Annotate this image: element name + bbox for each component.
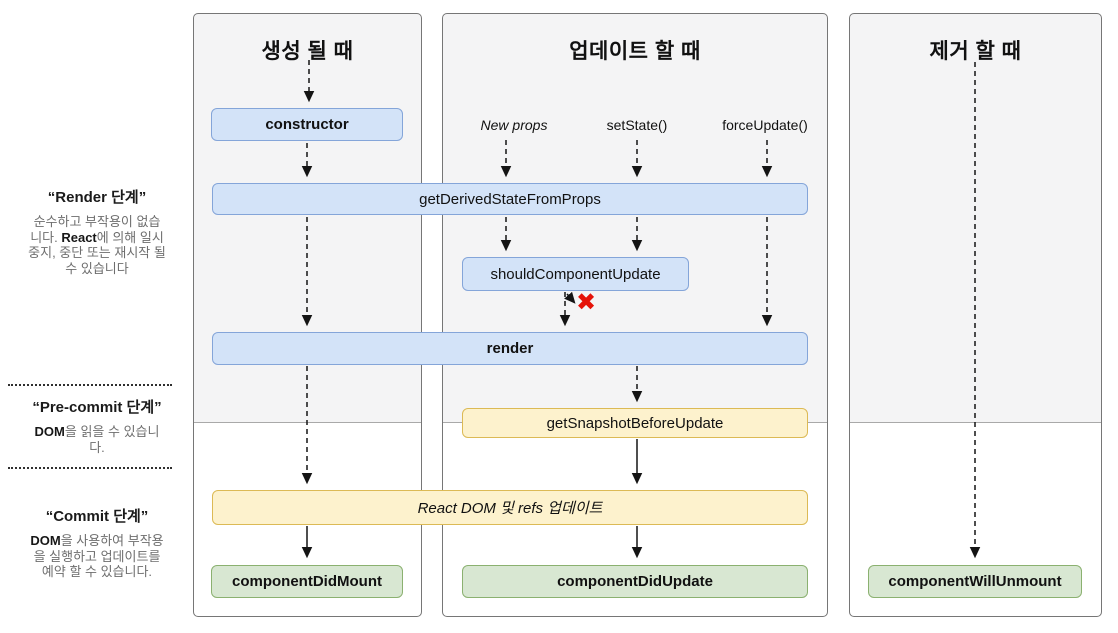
panel-title-mounting: 생성 될 때: [261, 40, 354, 63]
phase-divider: [8, 467, 172, 469]
trigger-force-update: forceUpdate(): [722, 117, 808, 133]
constructor-box: constructor: [211, 108, 403, 141]
panel-unmounting: 제거 할 때: [849, 13, 1102, 617]
should-component-update-box: shouldComponentUpdate: [462, 257, 689, 291]
component-will-unmount-box: componentWillUnmount: [868, 565, 1082, 598]
component-did-mount-box: componentDidMount: [211, 565, 403, 598]
panel-updating: 업데이트 할 때: [442, 13, 828, 617]
render-box: render: [212, 332, 808, 365]
skip-render-x-icon: ✖: [576, 289, 597, 316]
commit-phase-title: “Commit 단계”: [45, 508, 149, 525]
phase-divider: [8, 384, 172, 386]
component-did-update-box: componentDidUpdate: [462, 565, 808, 598]
phase-boundary-line: [194, 422, 421, 423]
phase-boundary-line: [850, 422, 1101, 423]
trigger-set-state: setState(): [606, 117, 668, 133]
render-phase-title: “Render 단계”: [47, 189, 147, 206]
panel-mounting: 생성 될 때: [193, 13, 422, 617]
precommit-phase-title: “Pre-commit 단계”: [32, 399, 162, 416]
react-dom-refs-update-box: React DOM 및 refs 업데이트: [212, 490, 808, 525]
panel-title-unmounting: 제거 할 때: [929, 40, 1022, 63]
panel-title-updating: 업데이트 할 때: [569, 40, 701, 63]
get-snapshot-before-update-box: getSnapshotBeforeUpdate: [462, 408, 808, 438]
trigger-new-props: New props: [480, 117, 548, 133]
get-derived-state-from-props-box: getDerivedStateFromProps: [212, 183, 808, 215]
